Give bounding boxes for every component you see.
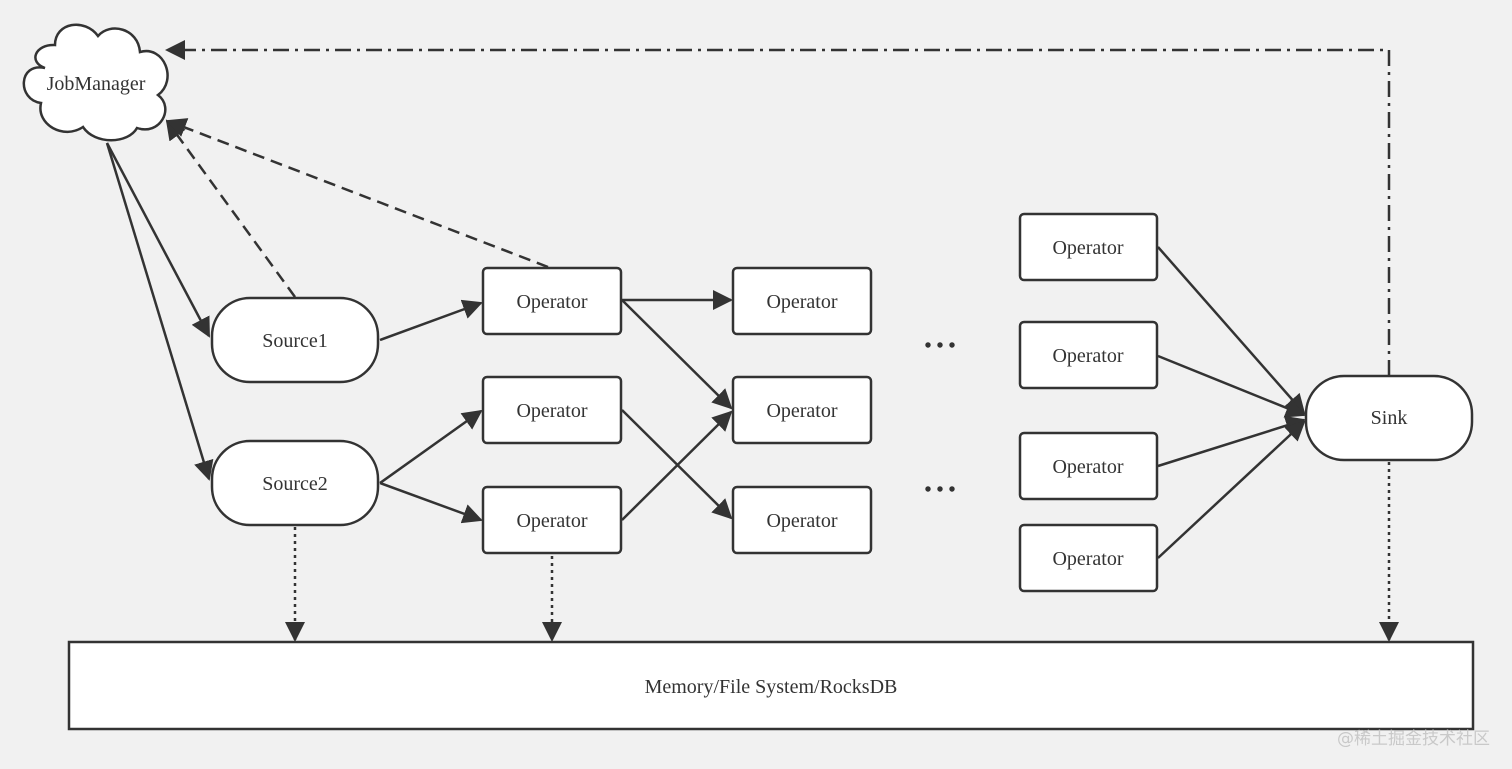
operator-node: Operator <box>1018 431 1159 501</box>
edge-source2-op4 <box>379 481 483 524</box>
cloud-shape <box>22 23 169 142</box>
edge-jobmanager-source2 <box>105 142 214 481</box>
operator-node: Operator <box>481 485 623 555</box>
operator-label: Operator <box>1052 345 1123 367</box>
operator-label: Operator <box>516 400 587 422</box>
edge-op8-sink <box>1157 354 1306 418</box>
operator-node: Operator <box>481 375 623 445</box>
storage-node: Memory/File System/RocksDB <box>67 640 1475 731</box>
jobmanager-node: JobManager <box>22 23 169 142</box>
edge-op3-op6 <box>621 409 733 520</box>
source1-node: Source1 <box>210 296 380 384</box>
edge-sink-ack <box>165 40 1391 376</box>
operator-label: Operator <box>1052 237 1123 259</box>
edge-op10-sink <box>1157 420 1306 559</box>
operator-label: Operator <box>516 510 587 532</box>
edge-source1-op1 <box>379 299 483 342</box>
operator-node: Operator <box>731 485 873 555</box>
operator-node: Operator <box>481 266 623 336</box>
operator-label: Operator <box>766 510 837 532</box>
operator-node: Operator <box>731 266 873 336</box>
source2-label: Source2 <box>262 473 328 495</box>
edge-op1-op5 <box>621 299 733 410</box>
edge-source2-op3 <box>379 409 483 485</box>
operator-label: Operator <box>766 400 837 422</box>
watermark: @稀土掘金技术社区 <box>1337 729 1490 749</box>
ellipsis-bottom: • • • <box>924 479 955 501</box>
operator-node: Operator <box>731 375 873 445</box>
operator-node: Operator <box>1018 212 1159 282</box>
edge-op7-sink <box>1157 246 1306 415</box>
operator-label: Operator <box>516 291 587 313</box>
source2-node: Source2 <box>210 439 380 527</box>
edges <box>105 40 1399 642</box>
edge-op9-sink <box>1157 415 1306 468</box>
edge-op4-op5 <box>621 410 733 521</box>
edge-source1-ack <box>165 119 297 298</box>
ellipsis-top: • • • <box>924 335 955 357</box>
edge-jobmanager-source1 <box>105 142 211 338</box>
jobmanager-label: JobManager <box>47 73 146 95</box>
operator-node: Operator <box>1018 523 1159 593</box>
operator-label: Operator <box>1052 456 1123 478</box>
sink-node: Sink <box>1304 374 1474 462</box>
operator-label: Operator <box>766 291 837 313</box>
storage-label: Memory/File System/RocksDB <box>645 676 898 698</box>
edge-operator-ack <box>166 118 549 269</box>
sink-label: Sink <box>1371 407 1408 429</box>
operator-node: Operator <box>1018 320 1159 390</box>
operator-label: Operator <box>1052 548 1123 570</box>
source1-label: Source1 <box>262 330 328 352</box>
